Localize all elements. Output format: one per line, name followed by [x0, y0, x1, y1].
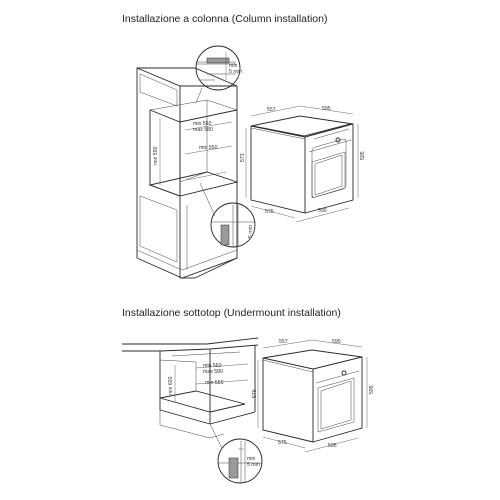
- column-installation-title: Installazione a colonna (Column installa…: [122, 13, 328, 25]
- undermount-oven-side-height: 595: [369, 385, 375, 394]
- column-cavity-depth-label: min 550: [199, 145, 218, 151]
- undermount-cabinet: [122, 337, 259, 439]
- column-oven-dimensions: [245, 105, 359, 223]
- undermount-cavity-dimensions: [174, 363, 249, 402]
- undermount-oven-dimensions: [257, 339, 368, 453]
- column-oven-side-height: 595: [360, 151, 366, 160]
- column-bottom-detail: [199, 182, 256, 248]
- column-cabinet: [136, 67, 239, 279]
- column-cavity-height-label: min 590: [153, 146, 159, 165]
- undermount-oven-top-depth: 557: [279, 339, 288, 345]
- column-oven-top-width: 595: [322, 106, 331, 112]
- undermount-oven-bottom-depth: 575: [278, 440, 287, 446]
- column-oven-front-height: 573: [240, 153, 246, 162]
- undermount-bottom-detail: [209, 423, 263, 484]
- undermount-installation-title: Installazione sottotop (Undermount insta…: [122, 307, 341, 319]
- column-oven: [250, 115, 354, 214]
- column-oven-bottom-depth: 575: [265, 209, 274, 215]
- undermount-oven: [262, 349, 363, 443]
- undermount-oven-front-height: 576: [252, 389, 258, 398]
- undermount-cavity-height-label: min 600: [168, 376, 174, 395]
- column-top-detail: [195, 45, 241, 104]
- column-oven-bottom-width: 590: [318, 208, 327, 214]
- undermount-oven-bottom-width: 595: [328, 443, 337, 449]
- undermount-cavity-depth-label: min 555: [205, 380, 224, 386]
- undermount-oven-top-width: 595: [332, 339, 341, 345]
- column-cavity-dimensions: [159, 118, 233, 185]
- column-bottom-detail-label: 5 mm: [248, 225, 254, 238]
- column-oven-top-depth: 557: [267, 107, 276, 113]
